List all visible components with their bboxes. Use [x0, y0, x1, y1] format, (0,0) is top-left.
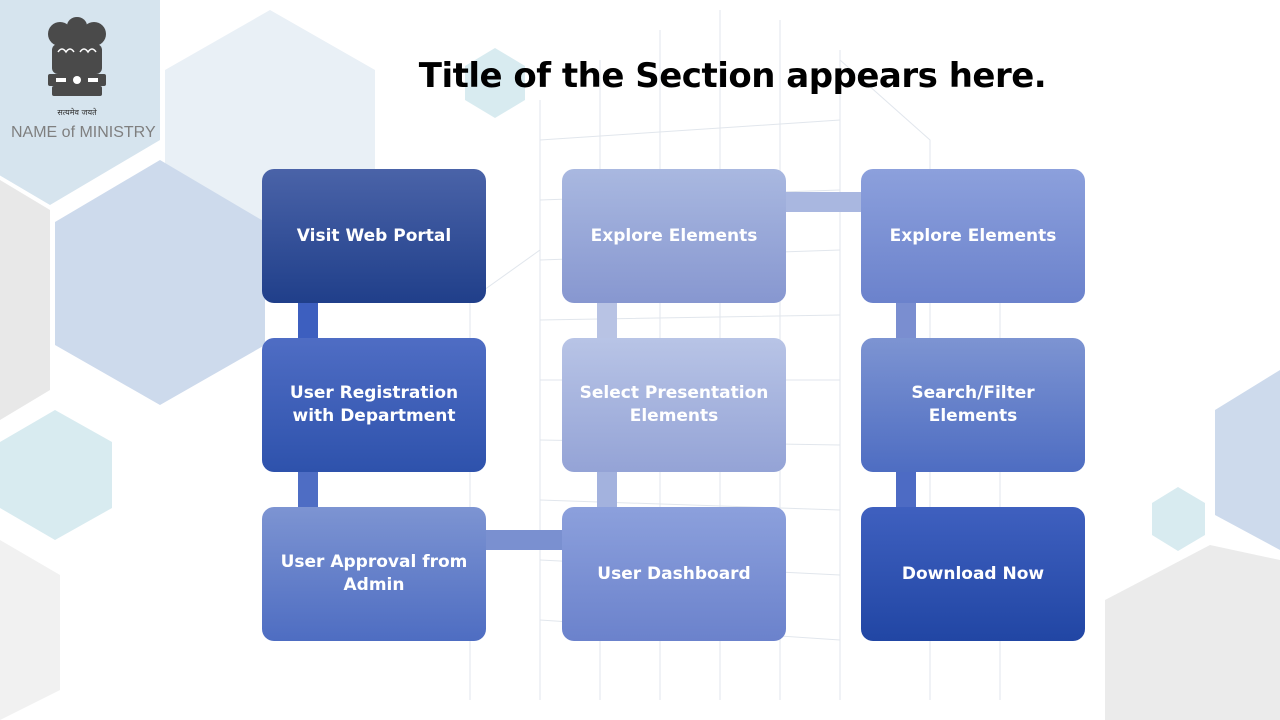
- step-select-presentation-elements[interactable]: Select Presentation Elements: [562, 338, 786, 472]
- step-explore-elements-2[interactable]: Explore Elements: [861, 169, 1085, 303]
- connector-search-download: [896, 472, 916, 508]
- emblem-motto: सत्यमेव जयते: [57, 108, 97, 117]
- connector-approval-dashboard: [486, 530, 563, 550]
- step-user-registration[interactable]: User Registration with Department: [262, 338, 486, 472]
- step-user-dashboard[interactable]: User Dashboard: [562, 507, 786, 641]
- step-search-filter-elements[interactable]: Search/Filter Elements: [861, 338, 1085, 472]
- step-label: User Approval from Admin: [280, 552, 468, 595]
- page-title: Title of the Section appears here.: [418, 56, 1047, 96]
- lion-capital-icon: [48, 17, 106, 96]
- connector-portal-registration: [298, 303, 318, 339]
- connector-registration-approval: [298, 472, 318, 508]
- national-emblem-logo: सत्यमेव जयते: [38, 12, 116, 120]
- ministry-name: NAME of MINISTRY: [11, 124, 156, 141]
- step-label: User Dashboard: [597, 563, 751, 584]
- step-label: Search/Filter Elements: [911, 383, 1035, 426]
- step-label: Explore Elements: [889, 225, 1057, 246]
- step-download-now[interactable]: Download Now: [861, 507, 1085, 641]
- connector-select-explore: [597, 303, 617, 339]
- step-label: Explore Elements: [590, 225, 758, 246]
- step-user-approval[interactable]: User Approval from Admin: [262, 507, 486, 641]
- connector-explore-explore: [785, 192, 862, 212]
- step-label: User Registration with Department: [289, 383, 459, 426]
- step-visit-web-portal[interactable]: Visit Web Portal: [262, 169, 486, 303]
- step-label: Visit Web Portal: [296, 225, 452, 246]
- connector-dashboard-select: [597, 472, 617, 508]
- step-label: Select Presentation Elements: [579, 383, 769, 426]
- connector-explore-search: [896, 303, 916, 339]
- step-explore-elements-1[interactable]: Explore Elements: [562, 169, 786, 303]
- step-label: Download Now: [901, 563, 1045, 584]
